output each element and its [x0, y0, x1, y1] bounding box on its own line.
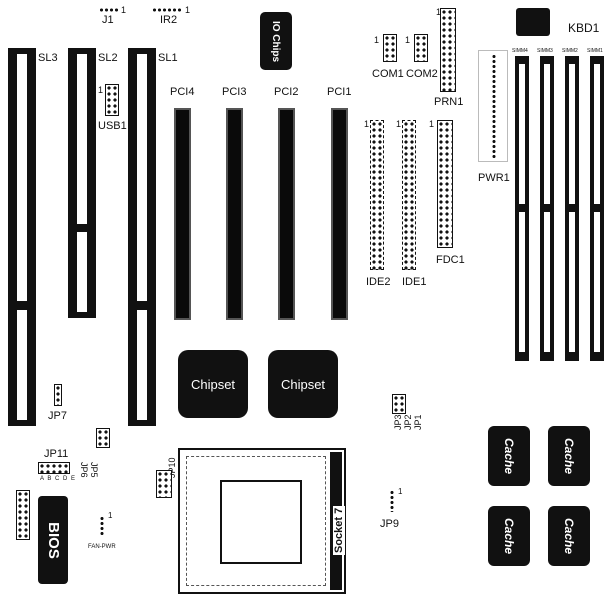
com2-pin1-label: 1	[405, 35, 411, 45]
com1-header	[383, 34, 397, 62]
jp6-label: JP6	[79, 462, 89, 478]
socket-label: Socket 7	[333, 505, 345, 555]
cache-chip-2: Cache	[548, 426, 590, 486]
usb1-pin1-label: 1	[98, 85, 104, 95]
cache-chip-4-label: Cache	[562, 517, 576, 555]
ide1-label: IDE1	[402, 276, 427, 288]
fdc1-pin1-label: 1	[429, 119, 435, 129]
pci4-label: PCI4	[170, 86, 195, 98]
com1-label: COM1	[372, 68, 404, 80]
cpu-socket-center	[220, 480, 302, 564]
pci-slot-2	[278, 108, 295, 320]
chipset-right: Chipset	[268, 350, 338, 418]
ir2-label: IR2	[160, 14, 178, 26]
chipset-right-label: Chipset	[280, 376, 326, 392]
jp5-jp6-header	[96, 428, 110, 448]
pwr1-outline	[478, 50, 508, 162]
cache-chip-3: Cache	[488, 506, 530, 566]
io-chips-label: IO Chips	[270, 20, 282, 62]
io-chips: IO Chips	[260, 12, 292, 70]
simm-slot-4	[515, 56, 529, 361]
com2-header	[414, 34, 428, 62]
jp9-pin1-label: 1	[398, 487, 403, 496]
chipset-left: Chipset	[178, 350, 248, 418]
jp11-columns-label: A B C D E	[40, 476, 77, 482]
keyboard-connector	[516, 8, 550, 36]
prn1-label: PRN1	[434, 96, 464, 108]
jp1-label: JP1	[413, 414, 423, 430]
fan-pwr-header	[100, 516, 104, 536]
jp9-header	[390, 490, 394, 512]
usb1-label: USB1	[98, 120, 127, 132]
isa-slot-sl1	[128, 48, 156, 426]
isa-slot-sl2	[68, 48, 96, 318]
jp11-label: JP11	[44, 448, 69, 460]
chipset-left-label: Chipset	[190, 376, 236, 392]
jp7-label: JP7	[48, 410, 67, 422]
prn1-pin1-label: 1	[436, 7, 442, 17]
simm-slot-3	[540, 56, 554, 361]
ir2-header	[152, 8, 182, 12]
usb1-header	[105, 84, 119, 116]
kbd1-label: KBD1	[568, 21, 600, 35]
ide2-label: IDE2	[366, 276, 391, 288]
jp9-label: JP9	[380, 518, 399, 530]
pci1-label: PCI1	[327, 86, 352, 98]
ide2-header	[370, 120, 384, 270]
cpu-socket: Socket 7	[178, 448, 346, 594]
jp7-header	[54, 384, 62, 406]
ide1-header	[402, 120, 416, 270]
bios-chip: BIOS	[38, 496, 68, 584]
cache-chip-3-label: Cache	[502, 517, 516, 555]
com2-label: COM2	[406, 68, 438, 80]
front-panel-header	[16, 490, 30, 540]
fan-pwr-label: FAN-PWR	[88, 544, 116, 550]
isa-slot-sl3	[8, 48, 36, 426]
fdc1-header	[437, 120, 453, 248]
simm3-label: SIMM3	[537, 48, 553, 54]
j1-label: J1	[102, 14, 114, 26]
ide1-pin1-label: 1	[396, 119, 402, 129]
pci-slot-1	[331, 108, 348, 320]
simm-slot-1	[590, 56, 604, 361]
simm4-label: SIMM4	[512, 48, 528, 54]
pwr1-connector	[492, 54, 496, 158]
simm1-label: SIMM1	[587, 48, 603, 54]
pwr1-label: PWR1	[478, 172, 510, 184]
pci2-label: PCI2	[274, 86, 299, 98]
pci3-label: PCI3	[222, 86, 247, 98]
com1-pin1-label: 1	[374, 35, 380, 45]
ide2-pin1-label: 1	[364, 119, 370, 129]
prn1-header	[440, 8, 456, 92]
j1-header	[99, 8, 119, 12]
simm-slot-2	[565, 56, 579, 361]
fan-pwr-pin1-label: 1	[108, 511, 113, 520]
sl2-label: SL2	[98, 52, 118, 64]
cache-chip-1-label: Cache	[502, 437, 516, 475]
sl3-label: SL3	[38, 52, 58, 64]
sl1-label: SL1	[158, 52, 178, 64]
jp10-header	[156, 470, 172, 498]
jp1-jp3-header	[392, 394, 406, 414]
cache-chip-4: Cache	[548, 506, 590, 566]
cache-chip-1: Cache	[488, 426, 530, 486]
jp11-header	[38, 462, 70, 474]
pci-slot-3	[226, 108, 243, 320]
fdc1-label: FDC1	[436, 254, 465, 266]
j1-pin1-label: 1	[121, 5, 127, 15]
pci-slot-4	[174, 108, 191, 320]
bios-label: BIOS	[44, 521, 62, 559]
ir2-pin1-label: 1	[185, 5, 191, 15]
simm2-label: SIMM2	[562, 48, 578, 54]
cpu-socket-pin-area	[186, 456, 326, 586]
cache-chip-2-label: Cache	[562, 437, 576, 475]
socket-label-wrap: Socket 7	[329, 499, 345, 555]
